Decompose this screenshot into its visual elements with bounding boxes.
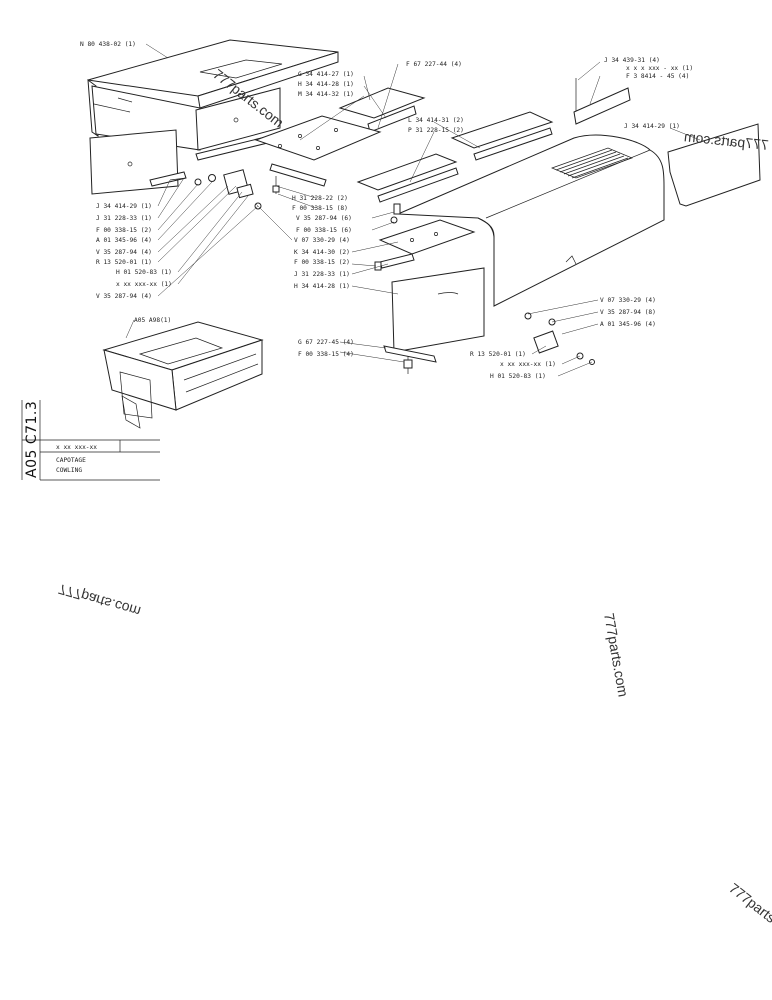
watermark-text: 777parts.com [601,612,631,698]
callout-label: R 13 520-01 (1) [470,351,526,358]
title-fr: CAPOTAGE [56,457,86,464]
callout-label: J 34 439-31 (4) [604,57,660,64]
callout-label: R 13 520-01 (1) [96,259,152,266]
callout-label: H 31 228-22 (2) [292,195,348,202]
main-cowling-body [397,78,665,307]
plate-p-part [356,153,459,203]
callout-label: H 34 414-28 (1) [294,283,350,290]
callout-label: J 31 228-33 (1) [96,215,152,222]
left-side-panel-part [89,129,179,195]
watermarks: 777parts.com 777parts.com 777parts.com 7… [56,66,772,933]
callout-label: F 00 338-15 (4) [298,351,354,358]
front-cover-h-part [391,267,485,353]
callout-label: J 31 228-33 (1) [294,271,350,278]
strip-j-part [379,253,415,269]
callout-label: G 34 414-27 (1) [298,71,354,78]
plate-l-part [450,111,554,161]
callout-label: V 35 287-94 (8) [600,309,656,316]
callout-label: J 34 414-29 (1) [624,123,680,130]
callout-label: J 34 414-29 (1) [96,203,152,210]
part-ref: x xx xxx-xx [56,444,97,451]
callout-label: A05 A98(1) [134,317,171,324]
callout-label: F 00 338-15 (2) [96,227,152,234]
callout-label: F 00 338-15 (2) [294,259,350,266]
callout-label: H 01 520-83 (1) [116,269,172,276]
inset-overview-machine [102,321,264,429]
title-en: COWLING [56,467,82,474]
callout-label: V 35 287-94 (4) [96,249,152,256]
bottom-strip-g-part [383,345,437,363]
callout-label: F 67 227-44 (4) [406,61,462,68]
callout-label: V 35 287-94 (4) [96,293,152,300]
callout-label: H 01 520-83 (1) [490,373,546,380]
callout-label: V 35 287-94 (6) [296,215,352,222]
callout-label: F 00 338-15 (8) [292,205,348,212]
plate-m-part [254,115,382,161]
leader-lines [125,43,701,377]
callout-label: H 34 414-28 (1) [298,81,354,88]
callout-label: P 31 228-15 (2) [408,127,464,134]
title-block: A05 C71.3 x xx xxx-xx CAPOTAGE COWLING [21,400,160,481]
callout-label: x x x xxx - xx (1) [626,65,693,72]
callout-label: N 80 438-02 (1) [80,41,136,48]
callout-label: M 34 414-32 (1) [298,91,354,98]
hinge-left-part [169,169,262,210]
watermark-text: 777parts.c [726,880,772,933]
plate-k-part [378,219,476,255]
callout-labels: N 80 438-02 (1) G 34 414-27 (1) H 34 414… [80,41,693,380]
callout-label: G 67 227-45 (4) [298,339,354,346]
callout-label: K 34 414-30 (2) [294,249,350,256]
callout-label: V 07 330-29 (4) [294,237,350,244]
callout-label: V 07 330-29 (4) [600,297,656,304]
section-code: A05 C71.3 [24,401,40,478]
hinge-right-part [524,312,595,365]
callout-label: F 00 338-15 (6) [296,227,352,234]
callout-label: x xx xxx-xx (1) [500,361,556,368]
callout-label: L 34 414-31 (2) [408,117,464,124]
callout-label: A 01 345-96 (4) [96,237,152,244]
callout-label: F 3 8414 - 45 (4) [626,73,689,80]
callout-label: A 01 345-96 (4) [600,321,656,328]
callout-label: x xx xxx-xx (1) [116,281,172,288]
rear-panel-j-part [667,123,761,207]
strip-h-part [269,163,327,187]
watermark-text: 777parts.com [56,581,142,620]
filter-strip-part [573,87,631,125]
